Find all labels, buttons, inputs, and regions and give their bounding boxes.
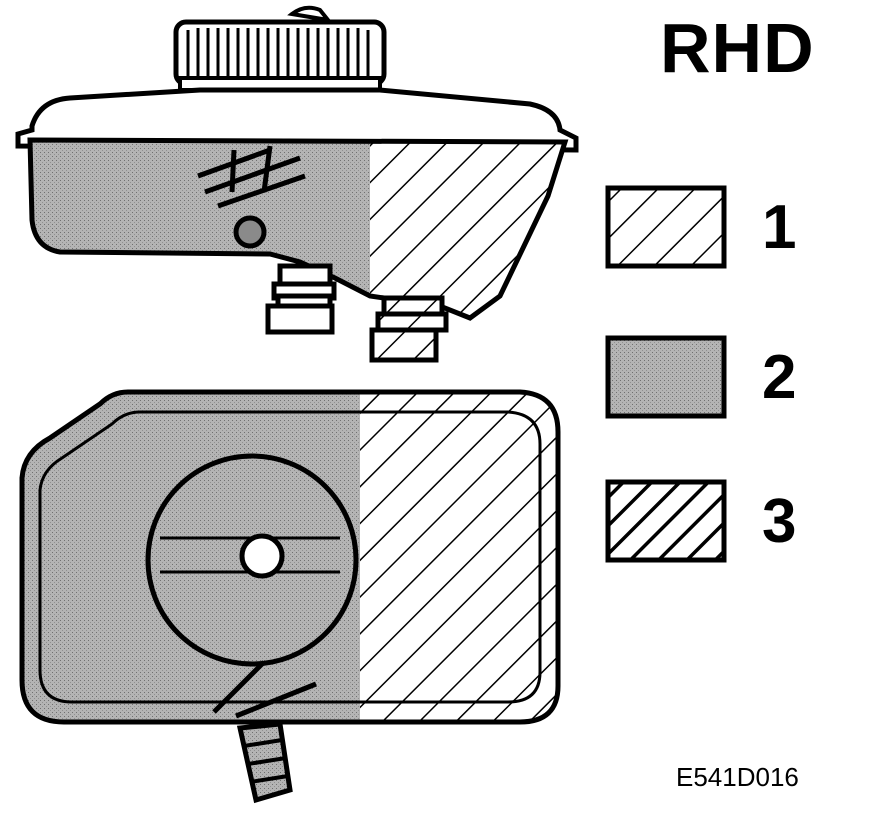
outlet-nozzle-left <box>265 263 337 335</box>
outlet-nozzle-right <box>369 295 449 363</box>
reservoir-plan-outline <box>19 389 561 725</box>
reservoir-plan-inner-rim <box>38 410 542 704</box>
diagram-title: RHD <box>660 9 815 87</box>
reservoir-upper-shell <box>15 87 579 153</box>
filler-cap <box>173 5 387 92</box>
sensor-port <box>233 215 267 249</box>
reservoir-side-view <box>15 5 579 363</box>
cap-vent <box>239 533 285 579</box>
legend-label-1: 1 <box>762 193 797 262</box>
outlet-hose <box>212 660 317 804</box>
legend-swatch-3 <box>605 479 727 563</box>
figure-code: E541D016 <box>676 762 799 792</box>
legend-swatch-1 <box>605 185 727 269</box>
level-marks <box>197 145 306 209</box>
legend-swatch-2 <box>605 335 727 419</box>
legend <box>605 185 727 563</box>
filler-cap-top <box>145 453 359 667</box>
reservoir-lower-body <box>27 137 569 321</box>
legend-label-2: 2 <box>762 343 797 412</box>
reservoir-plan-view <box>19 389 561 804</box>
legend-label-3: 3 <box>762 487 797 556</box>
